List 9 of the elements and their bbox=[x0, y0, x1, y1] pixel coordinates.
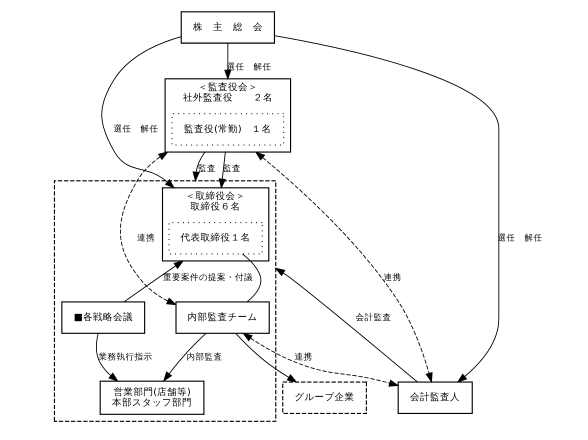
edge-label: 連携 bbox=[136, 233, 154, 244]
edge-label: 重要案件の提案・付議 bbox=[162, 273, 253, 284]
edge-label: 業務執行指示 bbox=[98, 352, 152, 362]
edge-label: 連携 bbox=[383, 273, 402, 284]
edge-label: 連携 bbox=[294, 352, 312, 362]
edge-label: 会計監査 bbox=[354, 312, 391, 323]
edge-label: 内部監査 bbox=[186, 352, 222, 362]
edge-label: 監査 bbox=[197, 164, 216, 174]
edge-label: 選任 解任 bbox=[112, 124, 158, 135]
